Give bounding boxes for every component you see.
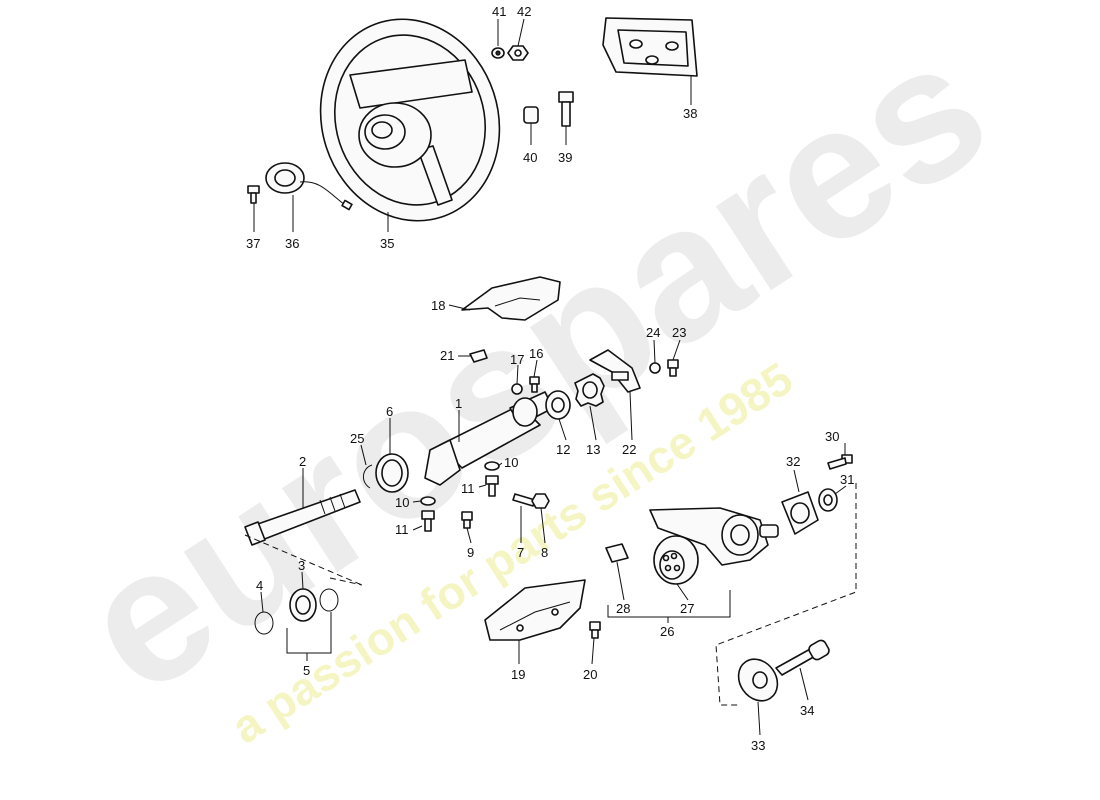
callout-16: 16 (529, 346, 543, 361)
callout-37: 37 (246, 236, 260, 251)
callout-35: 35 (380, 236, 394, 251)
washer-10-upper[interactable] (484, 461, 500, 471)
callout-2: 2 (299, 454, 306, 469)
flange-32[interactable] (781, 491, 819, 535)
callout-26: 26 (660, 624, 674, 639)
callout-1: 1 (455, 396, 462, 411)
callout-8: 8 (541, 545, 548, 560)
callout-28: 28 (616, 601, 630, 616)
callout-40: 40 (523, 150, 537, 165)
screw-30[interactable] (827, 454, 853, 470)
screw-23[interactable] (667, 359, 679, 377)
ignition-key[interactable] (775, 639, 831, 676)
callout-23: 23 (672, 325, 686, 340)
bearing-ring-6[interactable] (375, 453, 409, 493)
circlip-4-left[interactable] (254, 611, 274, 635)
callout-7: 7 (517, 545, 524, 560)
callout-11b: 11 (395, 522, 409, 537)
callout-24: 24 (646, 325, 660, 340)
steering-wheel[interactable] (295, 0, 525, 244)
callout-4: 4 (256, 578, 263, 593)
callout-20: 20 (583, 667, 597, 682)
bearing-3[interactable] (289, 588, 317, 622)
trim-disc-33[interactable] (731, 652, 786, 709)
washer-17[interactable] (511, 383, 523, 395)
callout-32: 32 (786, 454, 800, 469)
callout-34: 34 (800, 703, 814, 718)
bearing-12[interactable] (545, 390, 571, 420)
callout-5: 5 (303, 663, 310, 678)
callout-10a: 10 (504, 455, 518, 470)
callout-13: 13 (586, 442, 600, 457)
callout-31: 31 (840, 472, 854, 487)
bush-40[interactable] (523, 106, 539, 124)
bolt-16[interactable] (529, 376, 540, 393)
bolt-39[interactable] (558, 91, 574, 127)
nut-42[interactable] (507, 45, 529, 61)
circlip-25[interactable] (363, 464, 373, 489)
callout-11a: 11 (461, 481, 475, 496)
bolt-11-lower[interactable] (421, 510, 435, 532)
callout-6: 6 (386, 404, 393, 419)
callout-21: 21 (440, 348, 454, 363)
washer-24[interactable] (649, 362, 661, 374)
bolt-11-upper[interactable] (485, 475, 499, 497)
plug-28[interactable] (605, 543, 629, 563)
callout-27: 27 (680, 601, 694, 616)
callout-9: 9 (467, 545, 474, 560)
callout-labels: 41 42 40 39 38 35 36 37 18 21 1 6 25 2 1… (246, 4, 854, 753)
circlip-4-right[interactable] (319, 588, 339, 612)
ring-31[interactable] (818, 488, 838, 512)
ignition-switch[interactable] (653, 535, 699, 585)
callout-10b: 10 (395, 495, 409, 510)
steering-lock-housing[interactable] (649, 507, 779, 566)
leader-lines (244, 18, 857, 736)
callout-39: 39 (558, 150, 572, 165)
callout-36: 36 (285, 236, 299, 251)
washer-41[interactable] (491, 47, 505, 59)
callout-42: 42 (517, 4, 531, 19)
callout-30: 30 (825, 429, 839, 444)
callout-38: 38 (683, 106, 697, 121)
horn-pad[interactable] (602, 17, 698, 77)
retainer-13[interactable] (574, 373, 605, 407)
lower-column-trim[interactable] (484, 579, 586, 641)
callout-25: 25 (350, 431, 364, 446)
callout-33: 33 (751, 738, 765, 753)
horn-contact-ring[interactable] (265, 162, 353, 211)
clip-21[interactable] (469, 349, 488, 363)
stud-7[interactable] (512, 493, 536, 507)
nut-8[interactable] (531, 493, 550, 509)
screw-9[interactable] (461, 511, 473, 529)
callout-22: 22 (622, 442, 636, 457)
washer-10-lower[interactable] (420, 496, 436, 506)
callout-12: 12 (556, 442, 570, 457)
steering-shaft[interactable] (244, 489, 361, 546)
callout-17: 17 (510, 352, 524, 367)
callout-3: 3 (298, 558, 305, 573)
screw-37[interactable] (247, 185, 260, 204)
callout-41: 41 (492, 4, 506, 19)
contact-plate-22[interactable] (589, 349, 641, 393)
callout-18: 18 (431, 298, 445, 313)
upper-column-trim[interactable] (461, 276, 561, 321)
callout-19: 19 (511, 667, 525, 682)
screw-20[interactable] (589, 621, 601, 639)
